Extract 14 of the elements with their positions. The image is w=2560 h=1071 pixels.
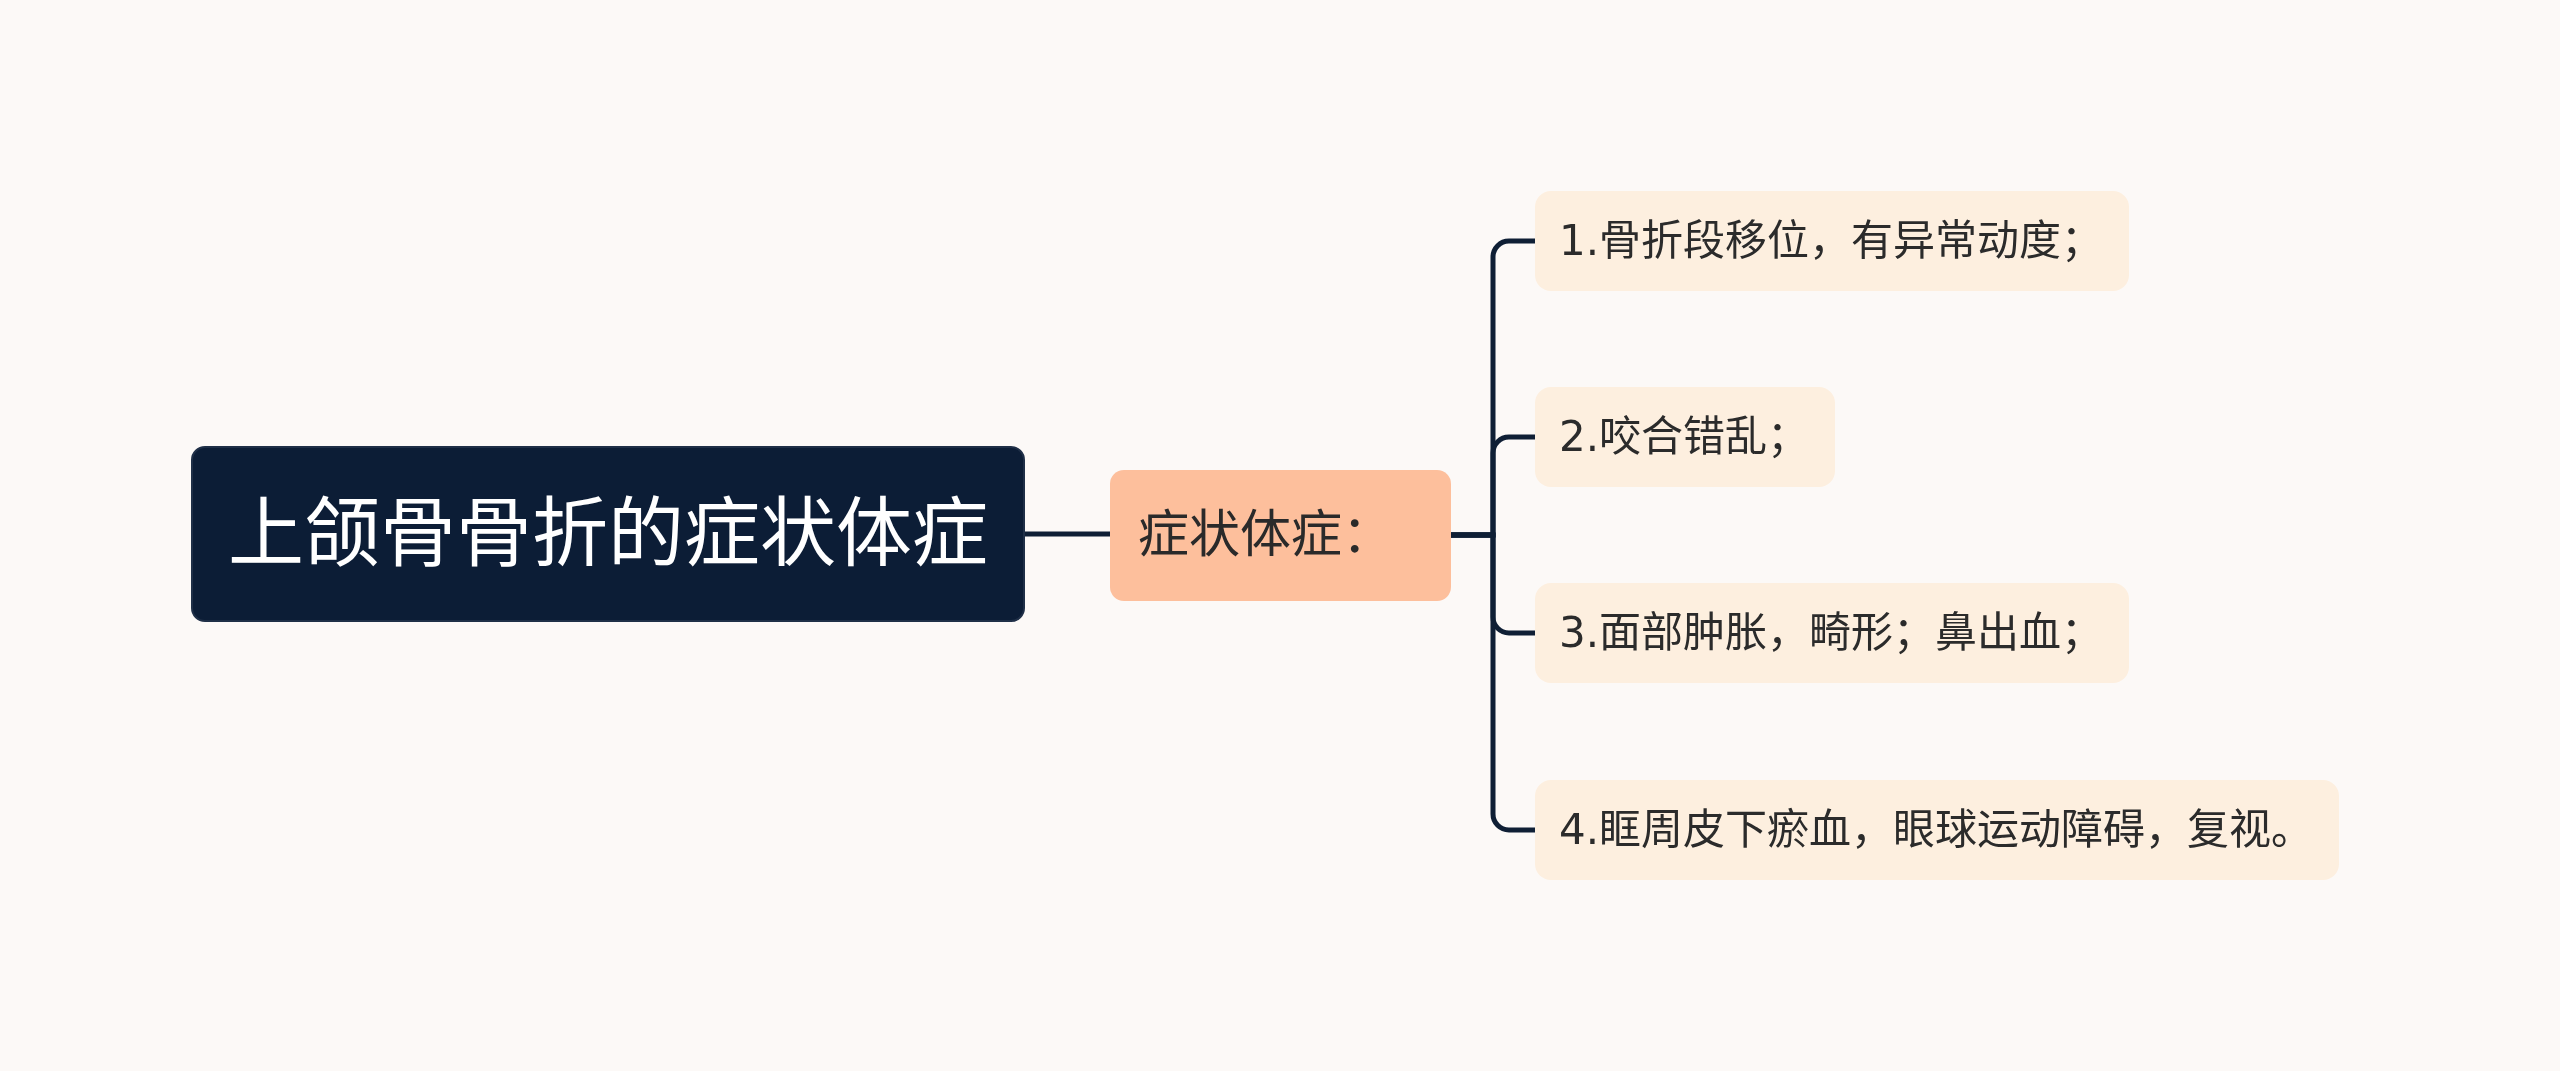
subtopic-box [1535,191,2130,291]
subtopic-box [1535,583,2130,683]
subtopic-text: 2.咬合错乱； [1559,411,1810,463]
root-topic-box [191,446,1025,622]
connector-line [1025,531,1110,537]
topic-box [1110,469,1451,601]
subtopic-text: 3.面部肿胀，畸形；鼻出血； [1559,607,2104,659]
root-topic-text: 上颌骨骨折的症状体症 [228,488,988,580]
connector-line [1451,532,1535,833]
subtopic-box [1535,387,1836,487]
subtopic-box [1535,780,2340,880]
topic-text: 症状体症： [1138,504,1393,566]
subtopic-text: 1.骨折段移位，有异常动度； [1559,215,2104,267]
subtopic-text: 4.眶周皮下瘀血，眼球运动障碍，复视。 [1559,804,2314,856]
